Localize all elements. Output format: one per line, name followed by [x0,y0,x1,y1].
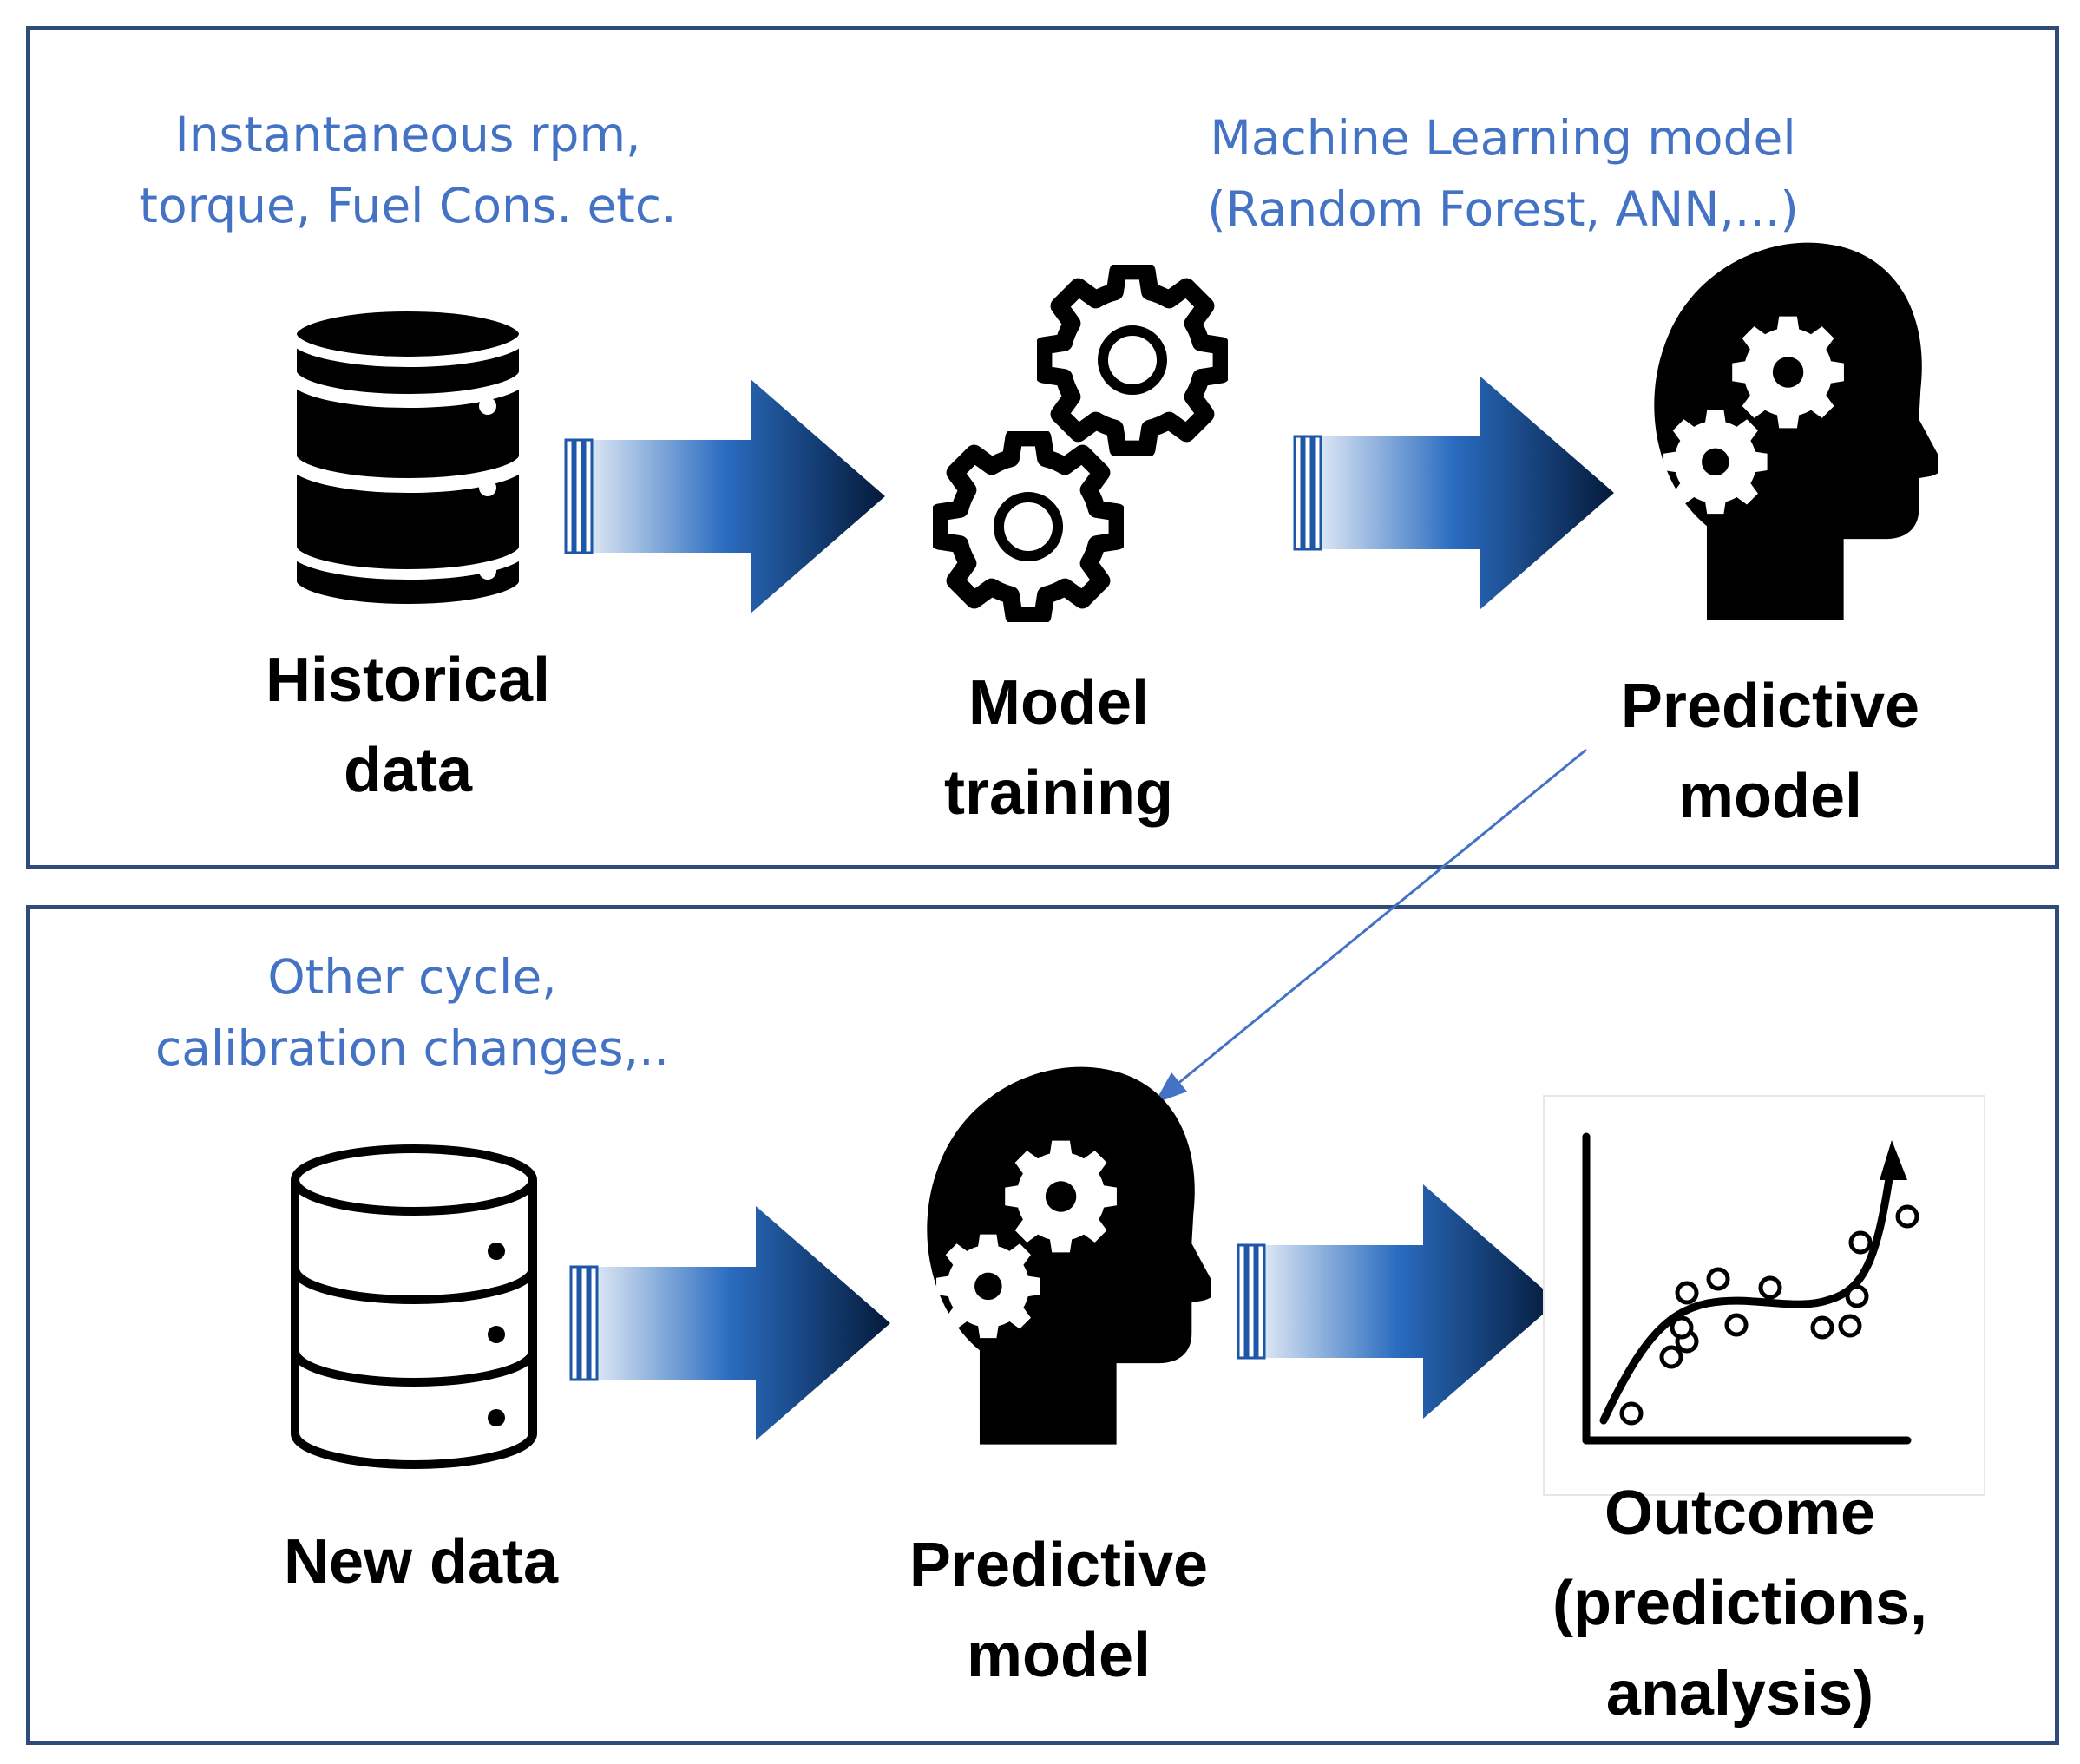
label-line: data [343,736,473,805]
head-gears-icon [920,1057,1211,1447]
database-outline-icon [291,1144,537,1469]
label-line: Predictive [909,1531,1209,1600]
note-line: Machine Learning model [1210,110,1796,166]
note-line: torque, Fuel Cons. etc. [139,178,677,233]
model-training-label: Model training [842,658,1276,838]
label-line: Outcome [1604,1479,1876,1548]
label-line: model [1677,762,1863,831]
arrow-4-icon [1237,1184,1558,1419]
gears-icon [928,265,1241,629]
historical-data-label: Historical data [191,635,625,816]
note-line: Instantaneous rpm, [174,107,641,162]
label-line: analysis) [1605,1659,1874,1728]
note-line: Other cycle, [267,949,557,1005]
label-line: Model [968,668,1149,738]
label-line: New data [283,1527,559,1597]
new-data-label: New data [204,1517,638,1607]
database-icon [286,301,529,614]
outcome-label: Outcome (predictions, analysis) [1514,1468,1965,1739]
scatter-trend-chart-icon [1582,1132,1919,1445]
note-line: (Random Forest, ANN,...) [1207,181,1799,237]
arrow-3-icon [569,1206,890,1440]
predictive-model-label: Predictive model [842,1520,1276,1701]
note-line: calibration changes,.. [154,1020,670,1076]
label-line: training [944,758,1173,828]
label-line: Predictive [1620,672,1920,741]
new-data-note: Other cycle, calibration changes,.. [130,941,694,1084]
historical-data-note: Instantaneous rpm, torque, Fuel Cons. et… [113,99,703,241]
model-type-note: Machine Learning model (Random Forest, A… [1191,102,1815,245]
label-line: model [966,1621,1152,1690]
predictive-model-label: Predictive model [1553,661,1987,842]
label-line: (predictions, [1552,1569,1928,1638]
label-line: Historical [265,646,551,715]
